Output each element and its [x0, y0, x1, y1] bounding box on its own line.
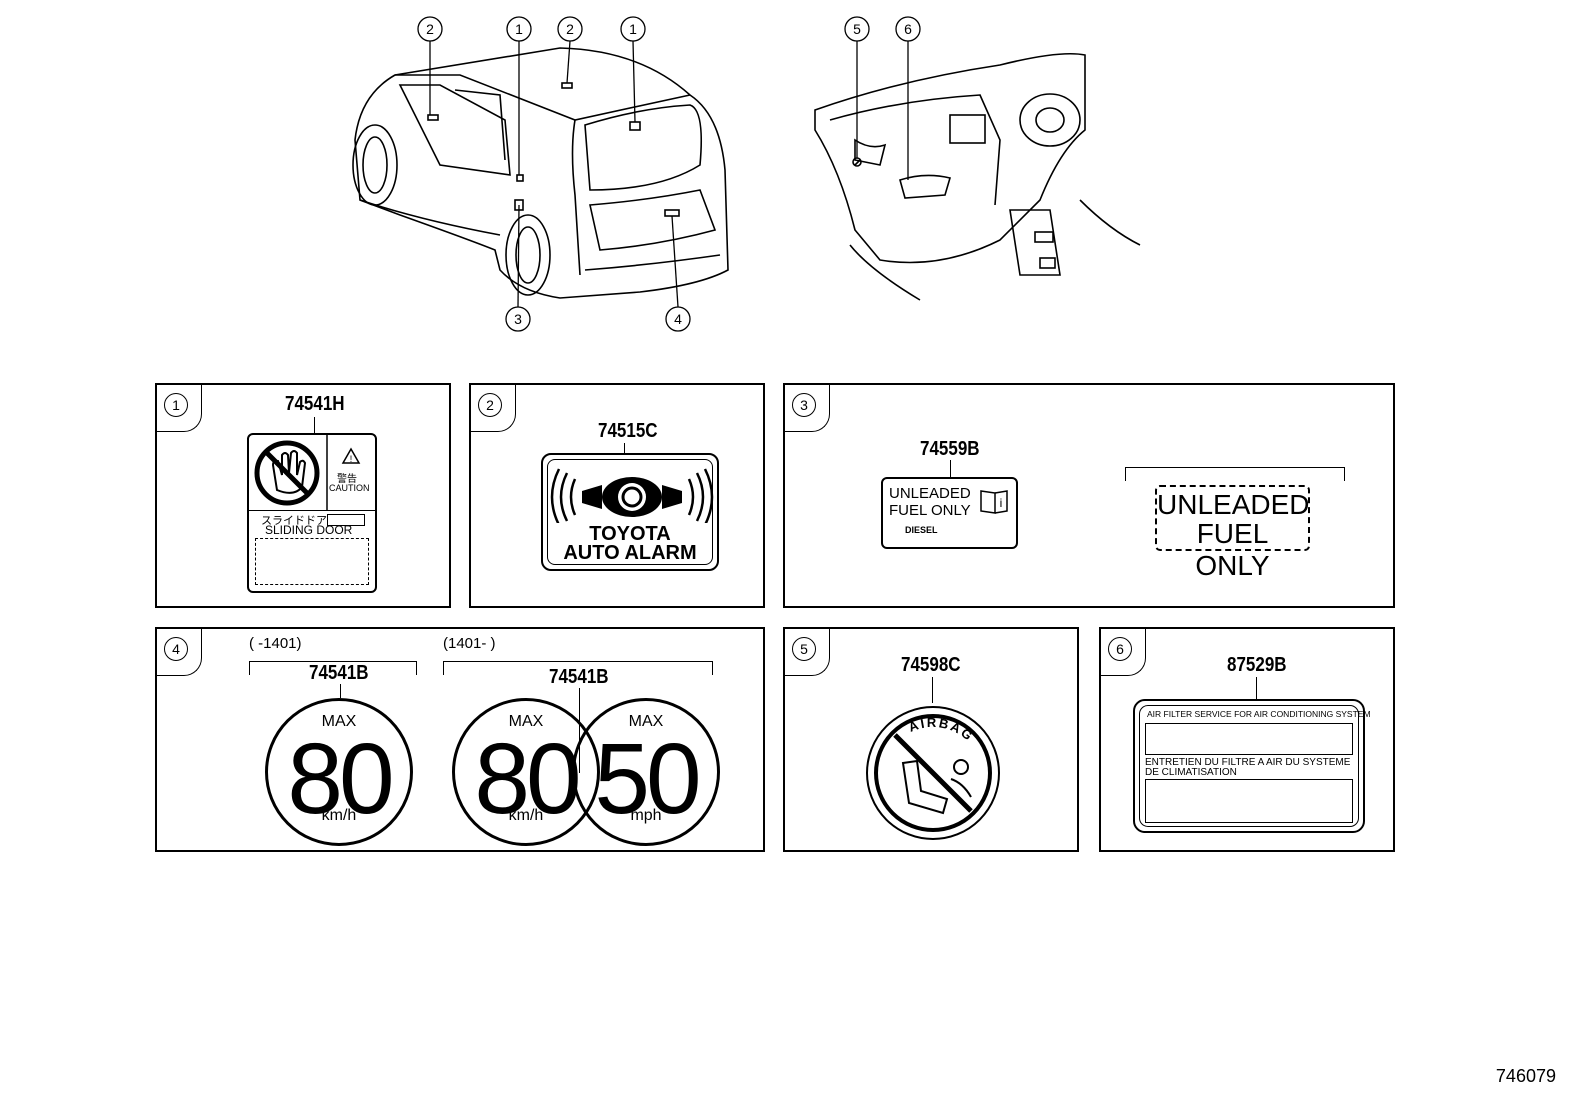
speed-sign-80-kmh: MAX 80 km/h [265, 698, 413, 846]
sliding-door-text: SLIDING DOOR [265, 523, 353, 537]
sliding-door-jp: スライドドア [261, 515, 327, 527]
speed-sign-50-mph: MAX 50 mph [572, 698, 720, 846]
panel-ref: 5 [792, 637, 816, 661]
panel-ref: 4 [164, 637, 188, 661]
part-number-a: 74541B [309, 662, 369, 684]
unleaded-fuel-label: UNLEADED FUEL ONLY DIESEL i [881, 477, 1018, 549]
sign-max: MAX [628, 713, 664, 730]
panel-ref: 1 [164, 393, 188, 417]
filter-line2: ENTRETIEN DU FILTRE A AIR DU SYSTEME [1145, 757, 1351, 768]
part-number-b: 74541B [549, 666, 609, 688]
part-number: 87529B [1227, 654, 1287, 676]
alt-fuel-line1: UNLEADED [1157, 489, 1310, 520]
part-number: 74559B [920, 438, 980, 460]
callout-1: 1 [629, 21, 637, 37]
filter-line3: DE CLIMATISATION [1145, 767, 1237, 778]
brand-text: DIESEL [905, 525, 938, 535]
air-filter-label: AIR FILTER SERVICE FOR AIR CONDITIONING … [1133, 699, 1371, 833]
callout-5: 5 [853, 21, 861, 37]
callout-1: 1 [515, 21, 523, 37]
svg-text:i: i [1000, 496, 1003, 510]
callout-6: 6 [904, 21, 912, 37]
van-illustration [352, 47, 729, 299]
panel-5: 5 74598C AIRBAG [783, 627, 1079, 852]
sign-max: MAX [508, 713, 544, 730]
fuel-line1: UNLEADED [889, 485, 971, 502]
date-range-b: (1401- ) [443, 635, 496, 652]
svg-text:!: ! [350, 454, 353, 464]
panel-1: 1 74541H ! 警告 CAUTION スライドドア SLIDING DOO… [155, 383, 451, 608]
vehicle-illustrations: 2 1 2 1 3 4 5 6 [352, 16, 1141, 332]
callout-4: 4 [674, 311, 682, 327]
part-number: 74598C [901, 654, 961, 676]
sign-unit: km/h [321, 807, 357, 824]
diagram-id: 746079 [1495, 1066, 1556, 1086]
sign-unit: mph [630, 807, 662, 824]
fuel-line2: FUEL ONLY [889, 502, 971, 519]
panel-4: 4 ( -1401) (1401- ) 74541B 74541B MAX 80… [155, 627, 765, 852]
callout-2: 2 [566, 21, 574, 37]
sign-value: 80 [474, 723, 581, 835]
no-hand-icon: ! [254, 435, 361, 510]
alarm-icon [550, 468, 714, 523]
panel-ref: 3 [792, 393, 816, 417]
callout-2: 2 [426, 21, 434, 37]
svg-text:AIRBAG: AIRBAG [906, 715, 976, 744]
sliding-door-caution-label: ! 警告 CAUTION スライドドア SLIDING DOOR [247, 433, 377, 593]
part-number: 74541H [285, 393, 345, 415]
date-range-a: ( -1401) [249, 635, 302, 652]
filter-line1: AIR FILTER SERVICE FOR AIR CONDITIONING … [1147, 709, 1371, 719]
panel-ref: 6 [1108, 637, 1132, 661]
dashboard-illustration [814, 53, 1141, 301]
panel-3: 3 74559B UNLEADED FUEL ONLY DIESEL i UNL… [783, 383, 1395, 608]
alarm-line1: TOYOTA [589, 523, 671, 545]
panel-ref: 2 [478, 393, 502, 417]
unleaded-fuel-alt-label: UNLEADED FUEL ONLY [1155, 485, 1310, 581]
alt-fuel-line2: FUEL ONLY [1195, 518, 1270, 581]
alarm-line2: AUTO ALARM [563, 542, 697, 564]
sign-max: MAX [321, 713, 357, 730]
panel-6: 6 87529B AIR FILTER SERVICE FOR AIR COND… [1099, 627, 1395, 852]
part-number: 74515C [598, 420, 658, 442]
callout-3: 3 [514, 311, 522, 327]
auto-alarm-label: TOYOTA AUTO ALARM [541, 453, 719, 571]
warning-text-jp: 警告 [337, 474, 357, 485]
sign-unit: km/h [508, 807, 544, 824]
sign-value: 50 [594, 723, 701, 835]
sign-value: 80 [287, 723, 394, 835]
airbag-text: AIRBAG [906, 715, 974, 744]
airbag-child-seat-label: AIRBAG [866, 706, 1000, 840]
panel-2: 2 74515C TOYOTA AUTO ALARM [469, 383, 765, 608]
caution-text: CAUTION [329, 483, 370, 493]
manual-info-icon: i [980, 490, 1008, 514]
